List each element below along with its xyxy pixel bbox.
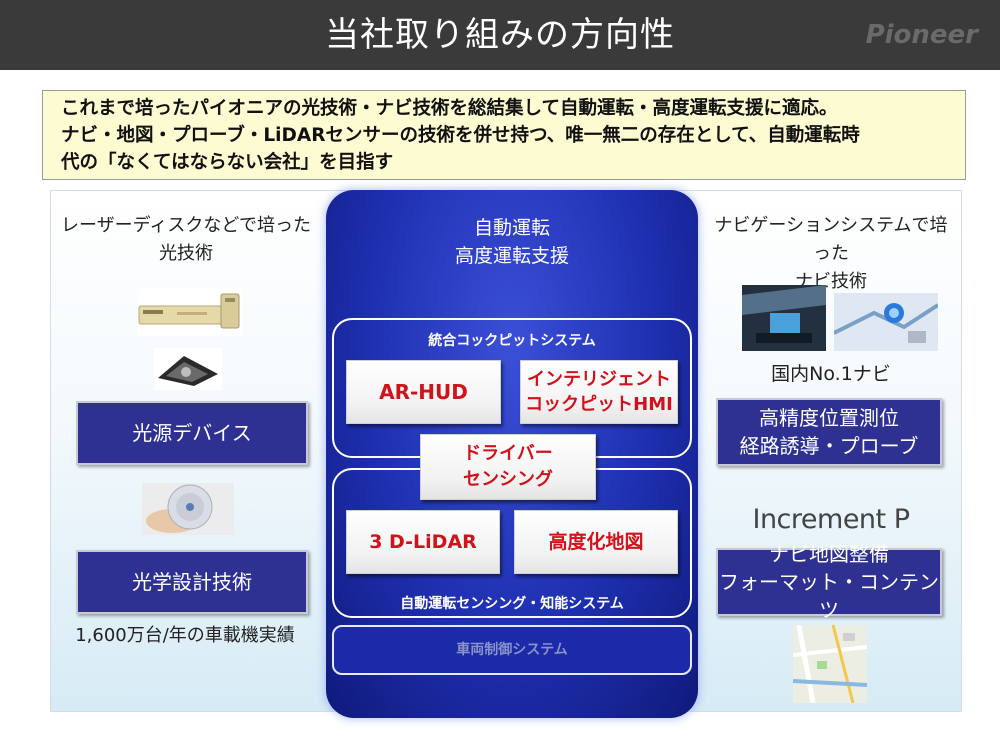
cockpit-hmi-line-2: コックピットHMI: [525, 394, 673, 415]
left-caption: レーザーディスクなどで培った 光技術: [56, 212, 316, 268]
pioneer-logo: Pioneer: [865, 20, 978, 50]
right-caption: ナビゲーションシステムで培った ナビ技術: [706, 212, 956, 296]
sensing-group-label: 自動運転センシング・知能システム: [400, 596, 624, 612]
positioning-box: 高精度位置測位 経路誘導・プローブ: [716, 398, 942, 466]
cockpit-hmi-line-1: インテリジェント: [527, 369, 671, 390]
navi-rank-label: 国内No.1ナビ: [771, 363, 891, 385]
cockpit-group-label: 統合コックピットシステム: [428, 333, 596, 349]
optical-design-box: 光学設計技術: [76, 550, 308, 614]
center-title: 自動運転 高度運転支援: [326, 214, 698, 270]
header-bar: [0, 0, 1000, 70]
intro-line-1: これまで培ったパイオニアの光技術・ナビ技術を総結集して自動運転・高度運転支援に適…: [61, 98, 838, 119]
driver-sensing-line-1: ドライバー: [463, 443, 553, 464]
increment-p-logo: Increment P: [752, 504, 910, 535]
left-caption-line-2: 光技術: [159, 243, 213, 264]
intro-line-2: ナビ・地図・プローブ・LiDARセンサーの技術を併せ持つ、唯一無二の存在として、…: [61, 125, 860, 146]
intro-line-3: 代の「なくてはならない会社」を目指す: [61, 152, 394, 173]
positioning-line-1: 高精度位置測位: [759, 406, 899, 430]
lidar-box: 3 D-LiDAR: [346, 510, 500, 574]
car-navigation-image: [742, 285, 826, 351]
map-maintenance-line-2: フォーマット・コンテンツ: [719, 570, 939, 622]
shipments-note: 1,600万台/年の車載機実績: [75, 625, 295, 646]
intro-statement: これまで培ったパイオニアの光技術・ナビ技術を総結集して自動運転・高度運転支援に適…: [42, 90, 966, 180]
light-source-device-box: 光源デバイス: [76, 401, 308, 465]
cockpit-hmi-box: インテリジェント コックピットHMI: [520, 360, 678, 424]
positioning-line-2: 経路誘導・プローブ: [739, 434, 919, 458]
left-caption-line-1: レーザーディスクなどで培った: [60, 215, 312, 236]
optical-disc-image: [142, 483, 234, 535]
navigation-map-image: [833, 293, 940, 351]
center-title-line-2: 高度運転支援: [454, 245, 569, 267]
optical-device-image: [154, 348, 222, 390]
hd-map-box: 高度化地図: [514, 510, 678, 574]
map-maintenance-line-1: ナビ地図整備: [769, 542, 889, 566]
map-maintenance-box: ナビ地図整備 フォーマット・コンテンツ: [716, 542, 942, 622]
page-title: 当社取り組みの方向性: [325, 15, 675, 55]
vehicle-control-box: 車両制御システム: [332, 625, 692, 675]
driver-sensing-box: ドライバー センシング: [420, 434, 596, 500]
ar-hud-box: AR-HUD: [346, 360, 501, 424]
laserdisc-player-image: [137, 288, 242, 336]
right-caption-line-1: ナビゲーションシステムで培った: [714, 215, 948, 264]
center-title-line-1: 自動運転: [473, 217, 550, 239]
city-map-image: [792, 624, 868, 704]
driver-sensing-line-2: センシング: [463, 469, 553, 490]
